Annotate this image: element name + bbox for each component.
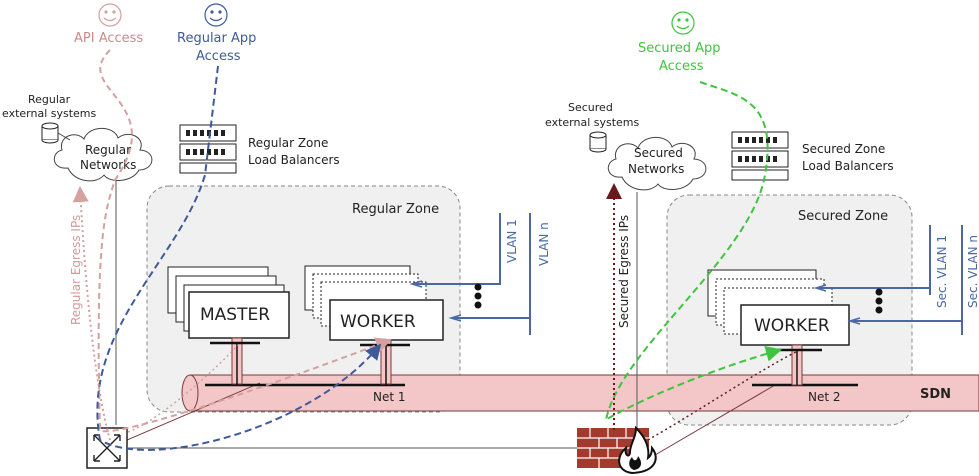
secured-ext-label-1: Secured [568,101,613,114]
secured-app-label-1: Secured App [638,41,720,56]
sdn-label: SDN [920,387,951,402]
secured-zone-title: Secured Zone [798,209,888,224]
flame-icon [618,425,657,475]
secured-db-icon [589,131,607,153]
regular-worker-stack [304,265,444,341]
regular-vlan1-label: VLAN 1 [505,219,519,263]
regular-app-label-1: Regular App [177,31,256,46]
regular-vlann-label: VLAN n [537,222,551,266]
regular-egress-master-flow [127,344,239,433]
secured-vlans [818,225,963,335]
secured-egress-label: Secured Egress IPs [617,215,631,328]
secured-networks-label-1: Secured [634,146,683,160]
sdn-pipe [181,374,979,412]
secured-worker-label: WORKER [754,316,830,336]
api-access-flow [97,49,392,433]
secured-lb-label-2: Load Balancers [802,159,894,173]
master-node-stack [167,266,290,339]
secured-egress-worker-flow [647,351,797,441]
secured-lb-label-1: Secured Zone [802,142,885,156]
master-label: MASTER [200,305,270,325]
regular-ext-label-1: Regular [28,93,71,106]
net2-label: Net 2 [808,390,841,404]
regular-egress-label: Regular Egress IPs [69,215,83,325]
regular-zone-title: Regular Zone [352,202,439,217]
secured-lb-server-icon [731,131,789,181]
regular-app-flow [96,65,382,451]
regular-networks-label-1: Regular [85,143,131,157]
regular-cloud-icon [53,127,153,182]
secured-app-smiley-icon [671,11,695,35]
secured-app-label-2: Access [659,59,704,74]
regular-more-dots [474,283,482,309]
secured-app-flow [604,81,782,423]
net1-label: Net 1 [373,390,406,404]
secured-more-dots [875,288,883,314]
regular-app-label-2: Access [196,49,241,64]
regular-lb-label-2: Load Balancers [248,153,340,167]
regular-lb-label-1: Regular Zone [248,136,328,150]
secured-ext-label-2: external systems [545,116,640,129]
regular-egress-flow [72,186,111,441]
regular-db-icon [41,122,59,144]
api-access-label: API Access [74,31,143,46]
secured-networks-label-2: Networks [628,162,684,176]
regular-lb-server-icon [179,124,237,174]
regular-worker-label: WORKER [340,312,416,332]
regular-ext-label-2: external systems [2,107,97,120]
regular-vlans [415,213,531,335]
regular-app-smiley-icon [204,3,228,27]
regular-networks-label-2: Networks [80,158,136,172]
api-smiley-icon [98,3,122,27]
secured-worker-stack [707,269,850,346]
secured-vlan1-label: Sec. VLAN 1 [935,235,949,308]
secured-cloud-icon [607,136,707,191]
secured-vlann-label: Sec. VLAN n [966,235,979,308]
